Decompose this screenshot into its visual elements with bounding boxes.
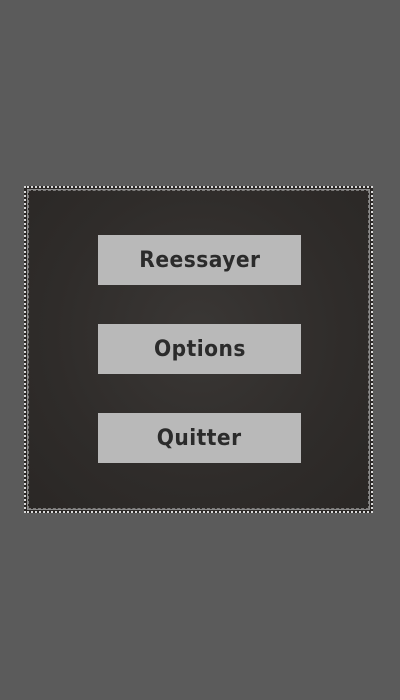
retry-button-label: Reessayer xyxy=(138,247,261,273)
pause-menu-panel: Reessayer Options Quitter xyxy=(24,186,373,513)
quit-button[interactable]: Quitter xyxy=(98,413,301,463)
retry-button[interactable]: Reessayer xyxy=(98,235,301,285)
quit-button-label: Quitter xyxy=(157,425,242,451)
options-button-label: Options xyxy=(153,336,246,362)
options-button[interactable]: Options xyxy=(98,324,301,374)
